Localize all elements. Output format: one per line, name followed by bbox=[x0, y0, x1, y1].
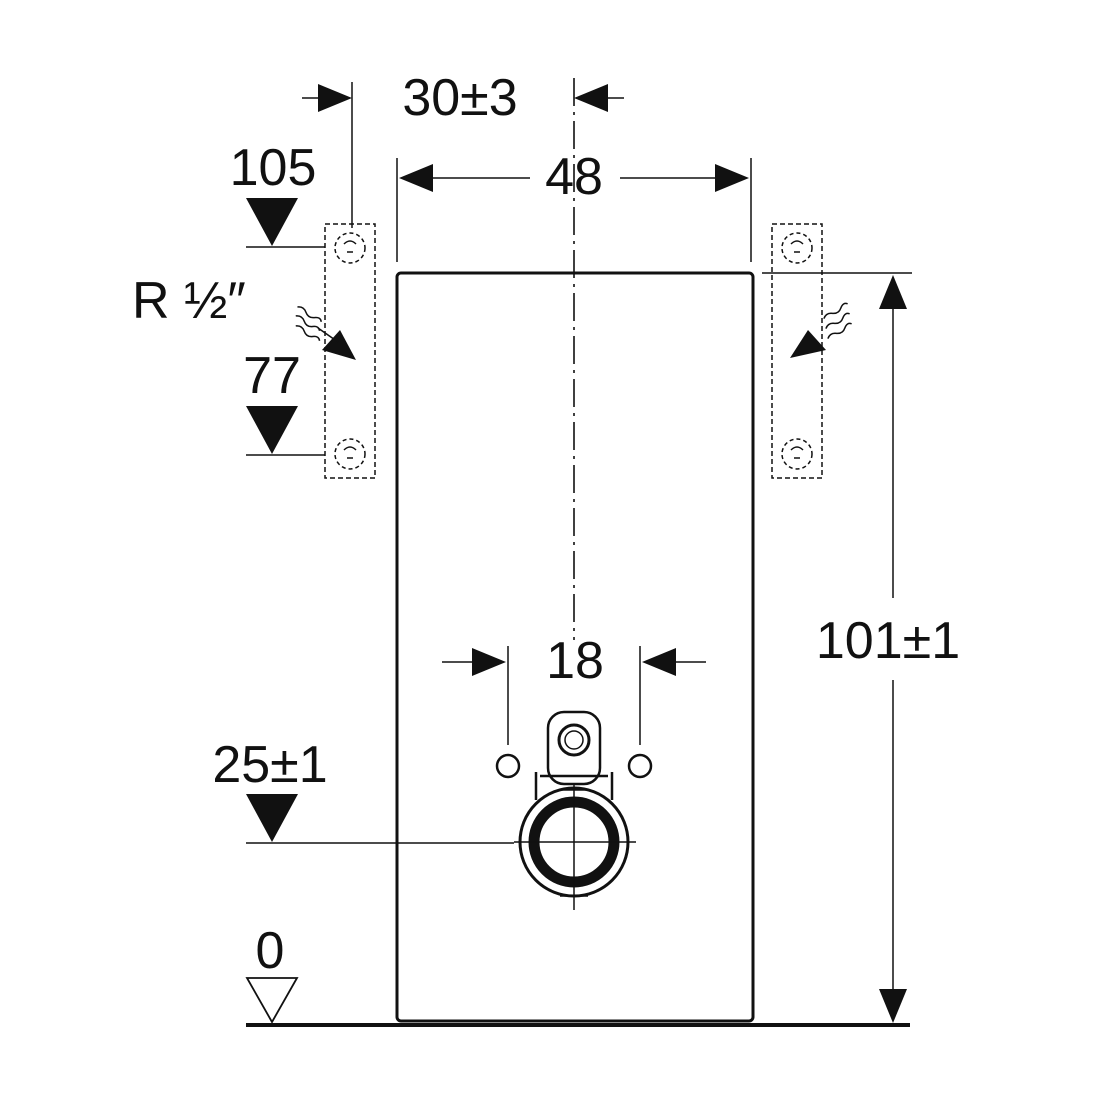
hole-spacing-label: 18 bbox=[546, 632, 604, 690]
right-water-inlet-icon bbox=[790, 302, 852, 358]
level-25-marker bbox=[246, 794, 298, 842]
level-77-marker bbox=[246, 406, 298, 454]
hole-arrow-right bbox=[642, 648, 676, 676]
height-arrow-top bbox=[879, 275, 907, 309]
right-upper-fitting bbox=[781, 232, 813, 264]
panel-outline bbox=[395, 271, 755, 1023]
right-mounting-bracket bbox=[771, 223, 823, 479]
width-arrow-left bbox=[399, 164, 433, 192]
left-fixing-hole bbox=[495, 753, 521, 779]
level-105-marker bbox=[246, 198, 298, 246]
left-mounting-bracket bbox=[324, 223, 376, 479]
left-water-inlet-icon bbox=[295, 306, 356, 360]
level-77-label: 77 bbox=[243, 347, 301, 405]
width-dimension-label: 48 bbox=[545, 148, 603, 206]
level-0-label: 0 bbox=[256, 922, 285, 980]
offset-dimension-label: 30±3 bbox=[402, 69, 517, 127]
level-25-label: 25±1 bbox=[212, 736, 327, 794]
hole-arrow-left bbox=[472, 648, 506, 676]
offset-arrow-left bbox=[318, 84, 352, 112]
right-lower-fitting bbox=[781, 438, 813, 470]
width-arrow-right bbox=[715, 164, 749, 192]
level-0-marker bbox=[245, 977, 299, 1024]
left-lower-fitting bbox=[334, 438, 366, 470]
right-fixing-hole bbox=[627, 753, 653, 779]
offset-arrow-right bbox=[574, 84, 608, 112]
water-supply-connection bbox=[546, 710, 602, 786]
level-105-label: 105 bbox=[230, 139, 317, 197]
left-upper-fitting bbox=[334, 232, 366, 264]
height-dimension-label: 101±1 bbox=[816, 612, 960, 670]
thread-size-label: R ½″ bbox=[132, 272, 246, 330]
drain-connection bbox=[514, 772, 636, 910]
height-arrow-bottom bbox=[879, 989, 907, 1023]
